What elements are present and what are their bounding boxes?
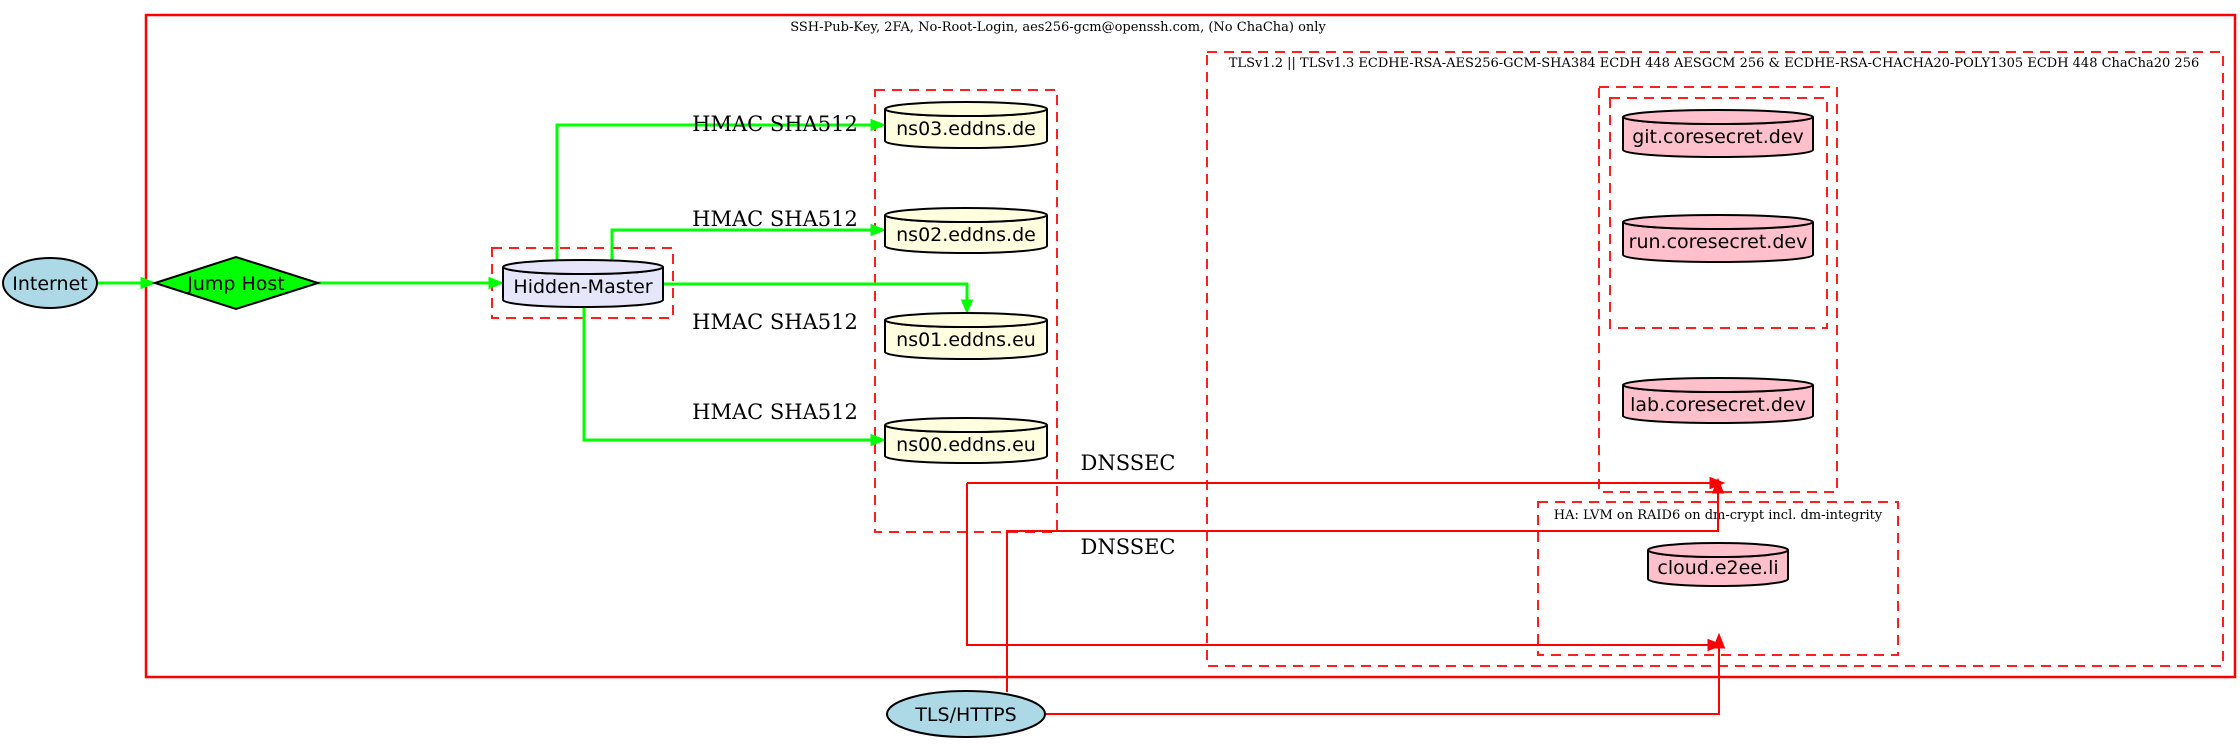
edge-line xyxy=(1006,492,1719,692)
lab-coresecret-node: lab.coresecret.dev xyxy=(1622,377,1814,424)
internet-ellipse xyxy=(2,257,98,309)
git-coresecret-node: git.coresecret.dev xyxy=(1622,109,1814,158)
edge-tlshttps-to-ha xyxy=(1045,632,1726,715)
edge-line xyxy=(555,123,872,261)
edge-line xyxy=(1045,647,1720,715)
edge-jumphost-to-hiddenmaster xyxy=(318,276,505,290)
arrowhead-icon xyxy=(870,118,887,132)
arrowhead-icon xyxy=(870,433,887,447)
run-cylinder-top xyxy=(1622,214,1814,230)
cloud-label: cloud.e2ee.li xyxy=(1657,557,1778,579)
edge-line xyxy=(663,282,969,300)
git-label: git.coresecret.dev xyxy=(1632,126,1804,148)
cluster-ssh-label: SSH-Pub-Key, 2FA, No-Root-Login, aes256-… xyxy=(790,20,1326,35)
hidden-master-node: Hidden-Master xyxy=(502,259,664,308)
ns01-cylinder-top xyxy=(884,312,1048,328)
ns02-cylinder-top xyxy=(884,207,1048,223)
edge-dnssec-to-coresecret xyxy=(967,476,1726,490)
jump-host-label: Jump Host xyxy=(186,273,285,295)
edge-label-hmac-ns00: HMAC SHA512 xyxy=(692,400,858,424)
jump-host-node: Jump Host xyxy=(151,255,322,311)
edge-hiddenmaster-to-ns01 xyxy=(663,282,974,315)
cloud-e2ee-node: cloud.e2ee.li xyxy=(1647,542,1789,587)
cluster-coresecret-inner-box xyxy=(1609,97,1828,329)
git-cylinder-top xyxy=(1622,109,1814,125)
ns02-node: ns02.eddns.de xyxy=(884,207,1048,254)
arrowhead-icon xyxy=(1712,632,1726,649)
edge-label-hmac-ns01: HMAC SHA512 xyxy=(692,310,858,334)
edge-label-dnssec-2: DNSSEC xyxy=(1080,535,1175,559)
edge-hiddenmaster-to-ns02 xyxy=(610,223,887,261)
arrowhead-icon xyxy=(1711,477,1725,494)
arrowhead-icon xyxy=(488,276,505,290)
cluster-ssh-box xyxy=(144,13,2237,679)
ns00-cylinder-top xyxy=(884,417,1048,433)
edge-hiddenmaster-to-ns03 xyxy=(555,118,887,261)
cluster-coresecret-outer-box xyxy=(1598,86,1838,493)
cloud-cylinder-top xyxy=(1647,542,1789,558)
edge-label-hmac-ns03: HMAC SHA512 xyxy=(692,112,858,136)
ns00-label: ns00.eddns.eu xyxy=(896,434,1036,456)
edge-hiddenmaster-to-ns00 xyxy=(582,306,887,447)
ns01-label: ns01.eddns.eu xyxy=(896,329,1036,351)
lab-cylinder-top xyxy=(1622,377,1814,393)
hidden-master-label: Hidden-Master xyxy=(513,276,652,298)
jump-host-diamond xyxy=(151,255,322,311)
cluster-tls-label: TLSv1.2 || TLSv1.3 ECDHE-RSA-AES256-GCM-… xyxy=(1229,56,2199,71)
edge-line xyxy=(582,306,872,442)
ns03-node: ns03.eddns.de xyxy=(884,101,1048,149)
arrowhead-icon xyxy=(140,276,157,290)
edge-internet-to-jumphost xyxy=(97,276,157,290)
ns02-label: ns02.eddns.de xyxy=(896,224,1036,246)
lab-label: lab.coresecret.dev xyxy=(1630,394,1806,416)
tls-https-node: TLS/HTTPS xyxy=(886,690,1046,738)
arrowhead-icon xyxy=(870,223,887,237)
edge-line xyxy=(610,228,872,261)
ns03-label: ns03.eddns.de xyxy=(896,118,1036,140)
edge-line xyxy=(966,483,1709,646)
tls-https-label: TLS/HTTPS xyxy=(914,704,1016,726)
tls-https-ellipse xyxy=(886,690,1046,738)
edge-tlshttps-to-coresecret xyxy=(1006,477,1725,692)
internet-node: Internet xyxy=(2,257,98,309)
hidden-master-cylinder-top xyxy=(502,259,664,275)
edge-label-dnssec-1: DNSSEC xyxy=(1080,451,1175,475)
internet-label: Internet xyxy=(12,273,87,295)
ns00-node: ns00.eddns.eu xyxy=(884,417,1048,464)
ns01-node: ns01.eddns.eu xyxy=(884,312,1048,360)
ns03-cylinder-top xyxy=(884,101,1048,117)
edge-label-hmac-ns02: HMAC SHA512 xyxy=(692,207,858,231)
arrowhead-icon xyxy=(960,299,974,315)
run-coresecret-node: run.coresecret.dev xyxy=(1622,214,1814,263)
run-label: run.coresecret.dev xyxy=(1629,231,1808,253)
